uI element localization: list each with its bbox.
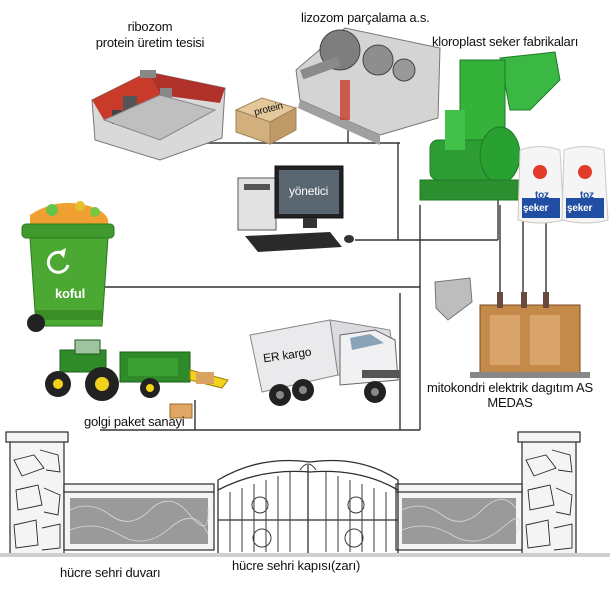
sugar-bag-right-brand2: şeker <box>567 203 593 214</box>
sugar-bag-left-brand2: şeker <box>523 203 549 214</box>
vacuole-bin-label: koful <box>55 286 86 301</box>
golgi-label: golgi paket sanayi <box>84 414 185 429</box>
sugar-bag-left-brand: toz <box>535 190 549 201</box>
chloroplast-label: kloroplast seker fabrikaları <box>432 34 579 49</box>
manager-screen-label: yönetici <box>289 184 329 198</box>
sugar-bag-right-brand: toz <box>580 190 594 201</box>
mitochondria-label-line1: mitokondri elektrik dagıtım AS <box>427 380 593 395</box>
lysosome-label: lizozom parçalama a.s. <box>301 10 430 25</box>
wall-label: hücre sehri duvarı <box>60 565 161 580</box>
mitochondria-label-line2: MEDAS <box>487 395 533 410</box>
gate-label: hücre sehri kapısı(zarı) <box>232 558 361 573</box>
ribosome-label-line2: protein üretim tesisi <box>95 35 205 50</box>
ribosome-label-line1: ribozom <box>127 19 173 34</box>
